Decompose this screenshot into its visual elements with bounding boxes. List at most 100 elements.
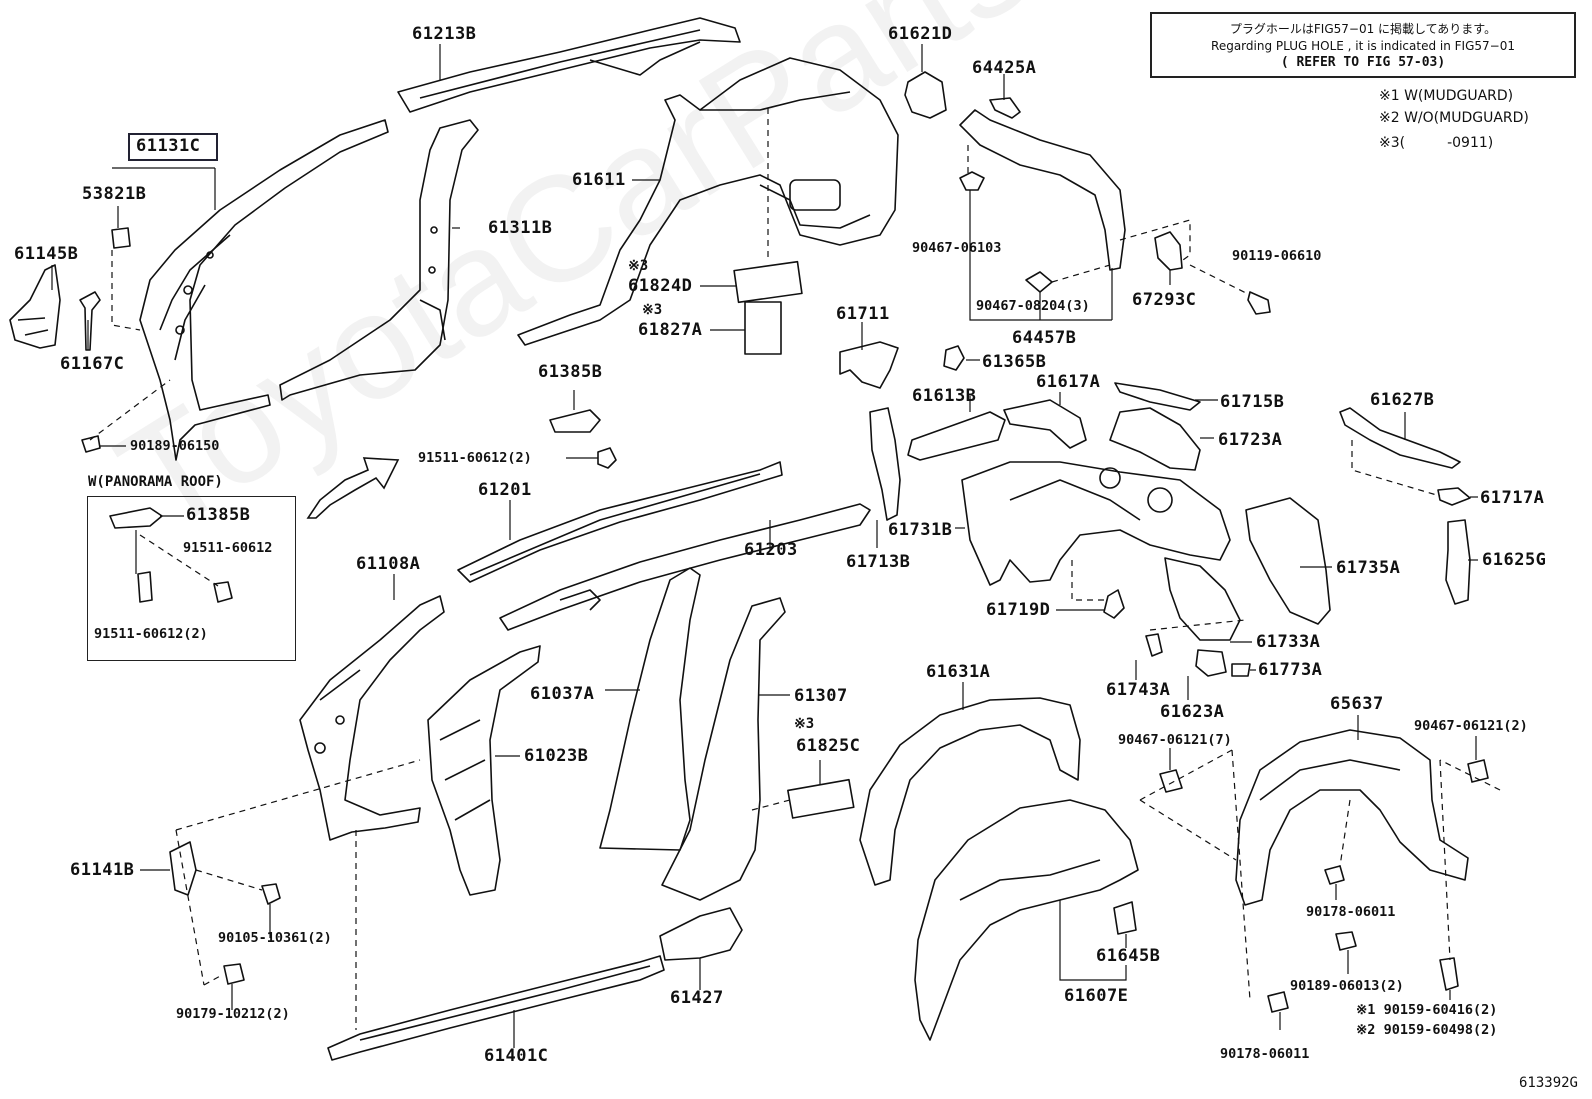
refer-note-box: プラグホールはFIG57−01 に掲載してあります。 Regarding PLU… xyxy=(1150,12,1576,78)
part-61715b xyxy=(1114,382,1201,411)
label-61607e[interactable]: 61607E xyxy=(1064,986,1129,1006)
label-61717a[interactable]: 61717A xyxy=(1480,488,1545,508)
label-61731b[interactable]: 61731B xyxy=(888,520,953,540)
label-90189-06013[interactable]: 90189-06013(2) xyxy=(1290,978,1404,994)
part-61203 xyxy=(499,503,871,631)
label-90159-60416[interactable]: ※1 90159-60416(2) xyxy=(1356,1002,1498,1018)
part-61773a xyxy=(1231,663,1251,677)
label-61401c[interactable]: 61401C xyxy=(484,1046,549,1066)
label-61385b[interactable]: 61385B xyxy=(538,362,603,382)
part-61385b xyxy=(549,409,601,433)
label-90105-10361[interactable]: 90105-10361(2) xyxy=(218,930,332,946)
selected-part-highlight xyxy=(128,133,218,161)
label-61625g[interactable]: 61625G xyxy=(1482,550,1547,570)
label-61108a[interactable]: 61108A xyxy=(356,554,421,574)
label-53821b[interactable]: 53821B xyxy=(82,184,147,204)
label-61145b[interactable]: 61145B xyxy=(14,244,79,264)
part-61731b xyxy=(961,461,1231,586)
part-61625g xyxy=(1445,519,1471,605)
part-90105-10361 xyxy=(261,883,281,905)
mark-3-a: ※3 xyxy=(628,258,649,274)
label-90467-08204[interactable]: 90467-08204(3) xyxy=(976,298,1090,314)
label-61733a[interactable]: 61733A xyxy=(1256,632,1321,652)
part-90178-06011-b xyxy=(1267,991,1289,1013)
part-53821b xyxy=(111,227,131,249)
label-61623a[interactable]: 61623A xyxy=(1160,702,1225,722)
label-61613b[interactable]: 61613B xyxy=(912,386,977,406)
label-61617a[interactable]: 61617A xyxy=(1036,372,1101,392)
label-61427[interactable]: 61427 xyxy=(670,988,724,1008)
part-61717a xyxy=(1437,487,1471,506)
label-61715b[interactable]: 61715B xyxy=(1220,392,1285,412)
label-61631a[interactable]: 61631A xyxy=(926,662,991,682)
inset-label-61385b[interactable]: 61385B xyxy=(186,505,251,525)
label-61825c[interactable]: 61825C xyxy=(796,736,861,756)
label-61141b[interactable]: 61141B xyxy=(70,860,135,880)
label-61167c[interactable]: 61167C xyxy=(60,354,125,374)
inset-title: W(PANORAMA ROOF) xyxy=(88,474,223,490)
label-61711[interactable]: 61711 xyxy=(836,304,890,324)
part-90467-06121-2 xyxy=(1467,759,1489,783)
part-90467-06121-7 xyxy=(1159,769,1183,793)
label-61621d[interactable]: 61621D xyxy=(888,24,953,44)
legend-mudguard: ※1 W(MUDGUARD) xyxy=(1379,88,1514,104)
label-61213b[interactable]: 61213B xyxy=(412,24,477,44)
label-61723a[interactable]: 61723A xyxy=(1218,430,1283,450)
part-90467-06103 xyxy=(959,171,985,191)
label-61201[interactable]: 61201 xyxy=(478,480,532,500)
part-61108a xyxy=(299,595,445,841)
label-65637[interactable]: 65637 xyxy=(1330,694,1384,714)
label-61735a[interactable]: 61735A xyxy=(1336,558,1401,578)
label-61311b[interactable]: 61311B xyxy=(488,218,553,238)
label-61645b[interactable]: 61645B xyxy=(1096,946,1161,966)
label-90119-06610[interactable]: 90119-06610 xyxy=(1232,248,1322,264)
label-61713b[interactable]: 61713B xyxy=(846,552,911,572)
part-61645b xyxy=(1113,901,1137,935)
label-61203[interactable]: 61203 xyxy=(744,540,798,560)
label-61307[interactable]: 61307 xyxy=(794,686,848,706)
label-90178-06011-b[interactable]: 90178-06011 xyxy=(1220,1046,1310,1062)
part-64425a xyxy=(989,97,1021,119)
label-61743a[interactable]: 61743A xyxy=(1106,680,1171,700)
part-61723a xyxy=(1109,407,1201,471)
inset-label-91511-60612-2[interactable]: 91511-60612(2) xyxy=(94,626,208,642)
part-61719d xyxy=(1103,589,1125,619)
mark-3-b: ※3 xyxy=(642,302,663,318)
label-61719d[interactable]: 61719D xyxy=(986,600,1051,620)
label-90467-06121-7[interactable]: 90467-06121(7) xyxy=(1118,732,1232,748)
inset-bolt-b xyxy=(213,581,233,603)
part-90189-06150 xyxy=(81,435,101,453)
label-90189-06150[interactable]: 90189-06150 xyxy=(130,438,220,454)
label-90179-10212[interactable]: 90179-10212(2) xyxy=(176,1006,290,1022)
part-90189-06013 xyxy=(1335,931,1357,951)
part-61023b xyxy=(427,645,541,896)
label-61037a[interactable]: 61037A xyxy=(530,684,595,704)
label-91511-60612-2[interactable]: 91511-60612(2) xyxy=(418,450,532,466)
label-61773a[interactable]: 61773A xyxy=(1258,660,1323,680)
label-90467-06121-2[interactable]: 90467-06121(2) xyxy=(1414,718,1528,734)
label-61611[interactable]: 61611 xyxy=(572,170,626,190)
part-61311b xyxy=(279,119,479,401)
label-61627b[interactable]: 61627B xyxy=(1370,390,1435,410)
label-90467-06103[interactable]: 90467-06103 xyxy=(912,240,1002,256)
label-61131c[interactable]: 61131C xyxy=(136,136,201,156)
arrow-icon xyxy=(306,457,400,519)
label-61824d[interactable]: 61824D xyxy=(628,276,693,296)
label-90159-60498[interactable]: ※2 90159-60498(2) xyxy=(1356,1022,1498,1038)
label-61827a[interactable]: 61827A xyxy=(638,320,703,340)
part-91511-60612-bolt xyxy=(597,447,617,469)
label-64425a[interactable]: 64425A xyxy=(972,58,1037,78)
part-61607e xyxy=(914,799,1139,1041)
label-90178-06011-a[interactable]: 90178-06011 xyxy=(1306,904,1396,920)
part-61733a xyxy=(1164,557,1241,641)
label-64457b[interactable]: 64457B xyxy=(1012,328,1077,348)
label-61365b[interactable]: 61365B xyxy=(982,352,1047,372)
note-line-jp: プラグホールはFIG57−01 に掲載してあります。 xyxy=(1229,22,1497,36)
part-61824d xyxy=(733,260,803,304)
part-61167c xyxy=(79,291,101,351)
note-refer-link[interactable]: ( REFER TO FIG 57-03) xyxy=(1280,55,1446,70)
label-61023b[interactable]: 61023B xyxy=(524,746,589,766)
label-67293c[interactable]: 67293C xyxy=(1132,290,1197,310)
inset-label-91511-60612[interactable]: 91511-60612 xyxy=(183,540,273,556)
part-61307 xyxy=(661,597,786,901)
